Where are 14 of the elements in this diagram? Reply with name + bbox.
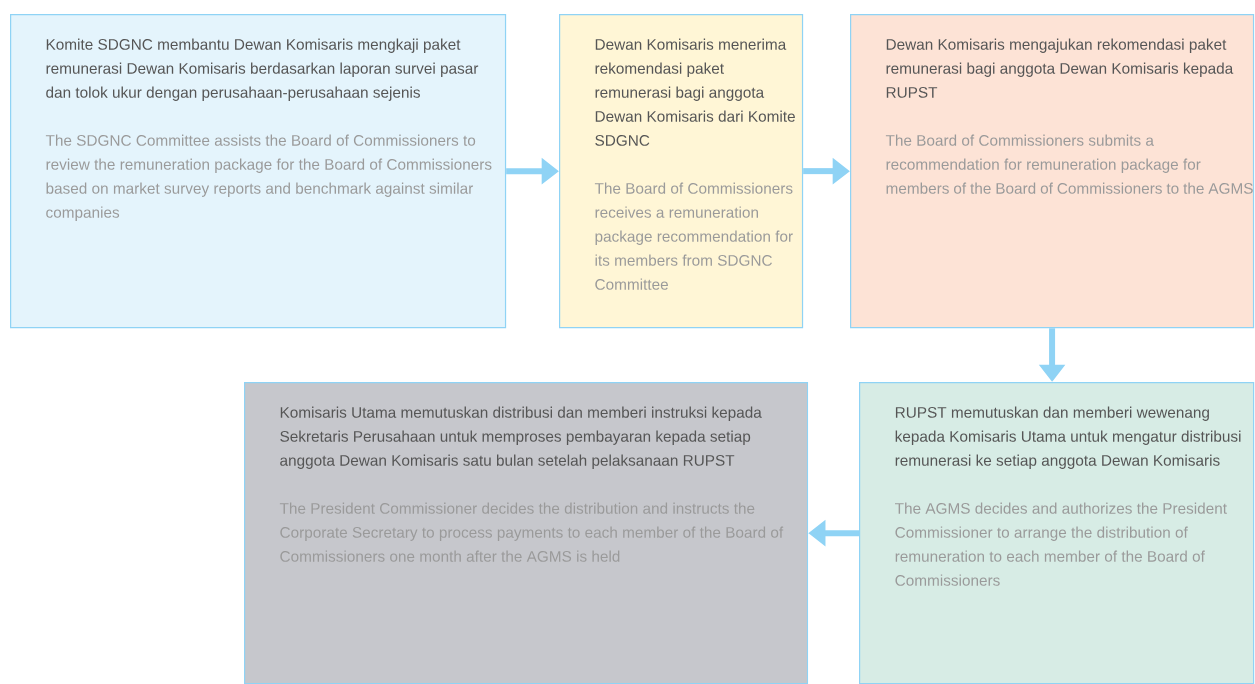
heading-text: Dewan Komisaris menerima rekomendasi paket remunerasi bagi anggota Dewan Komisaris dari Komite SDGNC [595, 38, 795, 146]
process-box [859, 382, 1255, 684]
process-box [850, 14, 1255, 329]
body-text: The Board of Commissioners receives a remuneration package recommendation for its members from SDGNC Committee [594, 182, 793, 290]
body-text: The SDGNC Committee assists the Board of Commissioners to review the remuneration package for the Board of Commissioners based on market survey reports and benchmark against similar companies [45, 134, 492, 221]
heading-text: Komisaris Utama memutuskan distribusi dan memberi instruksi kepada Sekretaris Perusahaan untuk memproses pembayaran kepada setiap anggota Dewan Komisaris satu bulan setelah pelaksanaan RUPST [280, 406, 762, 469]
body-text: The AGMS decides and authorizes the President Commissioner to arrange the distribution of remuneration to each member of the Board of Commissioners [895, 502, 1227, 586]
process-box [559, 14, 804, 329]
heading-text: Dewan Komisaris mengajukan rekomendasi paket remunerasi bagi anggota Dewan Komisaris kepada RUPST [886, 38, 1234, 98]
process-box [244, 382, 809, 684]
heading-text: RUPST memutuskan dan memberi wewenang kepada Komisaris Utama untuk mengatur distribusi remunerasi ke setiap anggota Dewan Komisaris [895, 406, 1241, 469]
process-box [10, 14, 507, 329]
heading-text: Komite SDGNC membantu Dewan Komisaris mengkaji paket remunerasi Dewan Komisaris berdasarkan laporan survei pasar dan tolok ukur dengan perusahaan-perusahaan sejenis [46, 38, 479, 101]
body-text: The Board of Commissioners submits a recommendation for remuneration package for members of the Board of Commissioners to the AGMS [885, 134, 1253, 194]
